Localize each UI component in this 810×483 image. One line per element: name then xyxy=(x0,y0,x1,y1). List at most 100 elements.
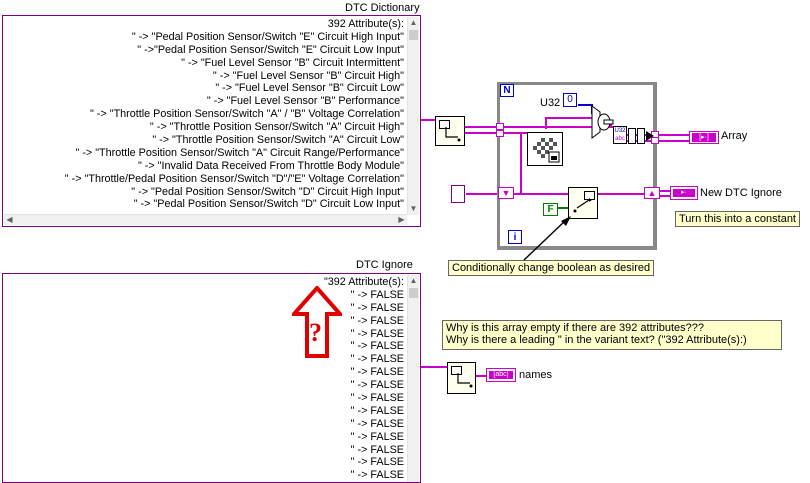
scroll-down-icon[interactable]: ▼ xyxy=(409,204,418,213)
false-boolean-constant[interactable]: F xyxy=(543,203,558,216)
scroll-thumb[interactable] xyxy=(409,30,418,40)
attribute-arrow-icon xyxy=(445,127,461,142)
array-label: Array xyxy=(721,130,748,142)
variant-wire[interactable] xyxy=(465,126,500,128)
text-line: " -> "Invalid Data Received From Throttl… xyxy=(137,159,404,172)
dtc-ignore-indicator[interactable]: "392 Attribute(s):" -> FALSE" -> FALSE" … xyxy=(2,273,421,483)
variant-wire[interactable] xyxy=(500,193,568,195)
text-line: " -> FALSE xyxy=(350,443,404,456)
names-indicator-terminal[interactable]: [abc] xyxy=(486,368,516,382)
variant-wire[interactable] xyxy=(660,190,670,192)
array-indicator-terminal[interactable]: [▸·] xyxy=(689,131,719,144)
text-line: " -> FALSE xyxy=(350,366,404,379)
text-line: "392 Attribute(s): xyxy=(323,276,404,288)
u32-type-label: U32 xyxy=(540,97,561,109)
note-pointer-line xyxy=(523,216,571,261)
shift-register-left[interactable]: ▼ xyxy=(498,187,514,199)
dtc-ignore-text: "392 Attribute(s):" -> FALSE" -> FALSE" … xyxy=(5,276,404,482)
text-line: " -> FALSE xyxy=(350,392,404,405)
text-line: 392 Attribute(s): xyxy=(327,18,404,30)
text-line: " -> FALSE xyxy=(350,469,404,482)
scroll-up-icon[interactable]: ▲ xyxy=(409,18,418,27)
set-variant-attribute-node[interactable] xyxy=(568,187,598,219)
u32-array-tag[interactable]: U32 abc xyxy=(613,126,627,144)
variant-constant-box[interactable] xyxy=(451,185,465,203)
variant-wire[interactable] xyxy=(466,193,500,195)
text-line: " -> "Fuel Level Sensor "B" Circuit Inte… xyxy=(181,56,404,69)
text-line: " -> FALSE xyxy=(350,404,404,417)
text-line: " -> "Pedal Position Sensor/Switch "D" C… xyxy=(131,185,404,198)
loop-count-terminal[interactable]: N xyxy=(500,84,514,97)
red-question-arrow-icon xyxy=(292,286,342,358)
question-mark-text: ? xyxy=(309,318,322,347)
question-line-1: Why is this array empty if there are 392… xyxy=(446,322,705,334)
variant-wire[interactable] xyxy=(657,140,689,142)
text-line: " -> "Throttle Position Sensor/Switch "A… xyxy=(75,146,404,159)
text-line: " -> FALSE xyxy=(350,301,404,314)
set-attribute-arrow-icon xyxy=(573,198,592,213)
variant-wire[interactable] xyxy=(500,126,613,128)
get-variant-names-node[interactable] xyxy=(447,362,476,394)
dtc-ignore-vscrollbar[interactable]: ▲ xyxy=(407,275,419,482)
text-line: " -> "Throttle Position Sensor/Switch "A… xyxy=(90,108,404,121)
loop-index-terminal[interactable]: i xyxy=(508,230,522,244)
variant-wire[interactable] xyxy=(500,132,527,134)
scroll-thumb[interactable] xyxy=(409,288,418,298)
text-line: " -> FALSE xyxy=(350,417,404,430)
dtc-dictionary-vscrollbar[interactable]: ▲ ▼ xyxy=(407,17,419,215)
variant-wire[interactable] xyxy=(421,119,435,121)
text-line: " -> "Fuel Level Sensor "B" Circuit High… xyxy=(212,69,404,82)
text-line: " -> FALSE xyxy=(350,353,404,366)
checker-icon xyxy=(533,138,560,163)
output-tunnel[interactable] xyxy=(651,137,659,144)
text-line: " -> FALSE xyxy=(350,314,404,327)
shift-register-right[interactable]: ▲ xyxy=(644,187,660,199)
text-line: " -> FALSE xyxy=(350,340,404,353)
dtc-dictionary-label: DTC Dictionary xyxy=(345,2,420,14)
new-dtc-ignore-terminal[interactable]: ▸· xyxy=(670,186,698,200)
conditional-note: Conditionally change boolean as desired xyxy=(448,260,655,276)
text-line: " -> "Throttle Position Sensor/Switch "A… xyxy=(149,121,404,134)
numeric-wire[interactable] xyxy=(578,104,592,106)
variant-to-data-icon[interactable] xyxy=(590,104,614,140)
question-line-2: Why is there a leading " in the variant … xyxy=(446,334,747,346)
names-label: names xyxy=(519,369,553,381)
variant-wire[interactable] xyxy=(660,195,670,197)
variant-wire[interactable] xyxy=(465,132,500,134)
text-line: " -> "Fuel Level Sensor "B" Performance" xyxy=(206,95,404,108)
input-tunnel[interactable] xyxy=(496,130,504,137)
text-line: " ->"Pedal Position Sensor/Switch "E" Ci… xyxy=(137,43,404,56)
input-tunnel[interactable] xyxy=(496,123,504,130)
text-line: " -> FALSE xyxy=(350,327,404,340)
scroll-right-icon[interactable]: ▶ xyxy=(398,215,405,224)
build-array-node[interactable] xyxy=(628,128,636,144)
dtc-dictionary-hscrollbar[interactable]: ◀ ▶ xyxy=(4,214,407,225)
variant-wire[interactable] xyxy=(520,134,522,194)
new-dtc-ignore-label: New DTC Ignore xyxy=(700,187,782,199)
boolean-wire[interactable] xyxy=(558,207,570,209)
u32-zero-constant[interactable]: 0 xyxy=(563,93,577,107)
variant-wire[interactable] xyxy=(476,375,486,377)
arrow-right-icon xyxy=(646,131,654,141)
constant-note: Turn this into a constant xyxy=(675,211,800,227)
variant-wire[interactable] xyxy=(545,117,547,129)
dtc-dictionary-text: 392 Attribute(s): " -> "Pedal Position Se… xyxy=(5,18,404,216)
build-array-node[interactable] xyxy=(637,128,645,144)
get-variant-attribute-node[interactable] xyxy=(435,116,465,146)
variant-wire[interactable] xyxy=(545,117,599,119)
dtc-ignore-label: DTC Ignore xyxy=(356,259,413,271)
question-note: Why is this array empty if there are 392… xyxy=(442,320,782,350)
variant-wire[interactable] xyxy=(657,134,689,136)
scroll-up-icon[interactable]: ▲ xyxy=(409,276,418,285)
variant-to-data-node[interactable] xyxy=(527,132,563,166)
text-line: " -> FALSE xyxy=(350,456,404,469)
dtc-dictionary-indicator[interactable]: 392 Attribute(s): " -> "Pedal Position Se… xyxy=(2,15,421,227)
for-loop-structure[interactable] xyxy=(497,82,657,250)
variant-wire[interactable] xyxy=(598,193,646,195)
variant-wire[interactable] xyxy=(421,366,447,368)
text-line: " -> "Throttle/Pedal Position Sensor/Swi… xyxy=(64,172,404,185)
text-line: " -> "Throttle Position Sensor/Switch "A… xyxy=(152,134,404,147)
text-line: " -> FALSE xyxy=(350,379,404,392)
scroll-left-icon[interactable]: ◀ xyxy=(6,215,13,224)
names-arrow-icon xyxy=(457,373,473,388)
